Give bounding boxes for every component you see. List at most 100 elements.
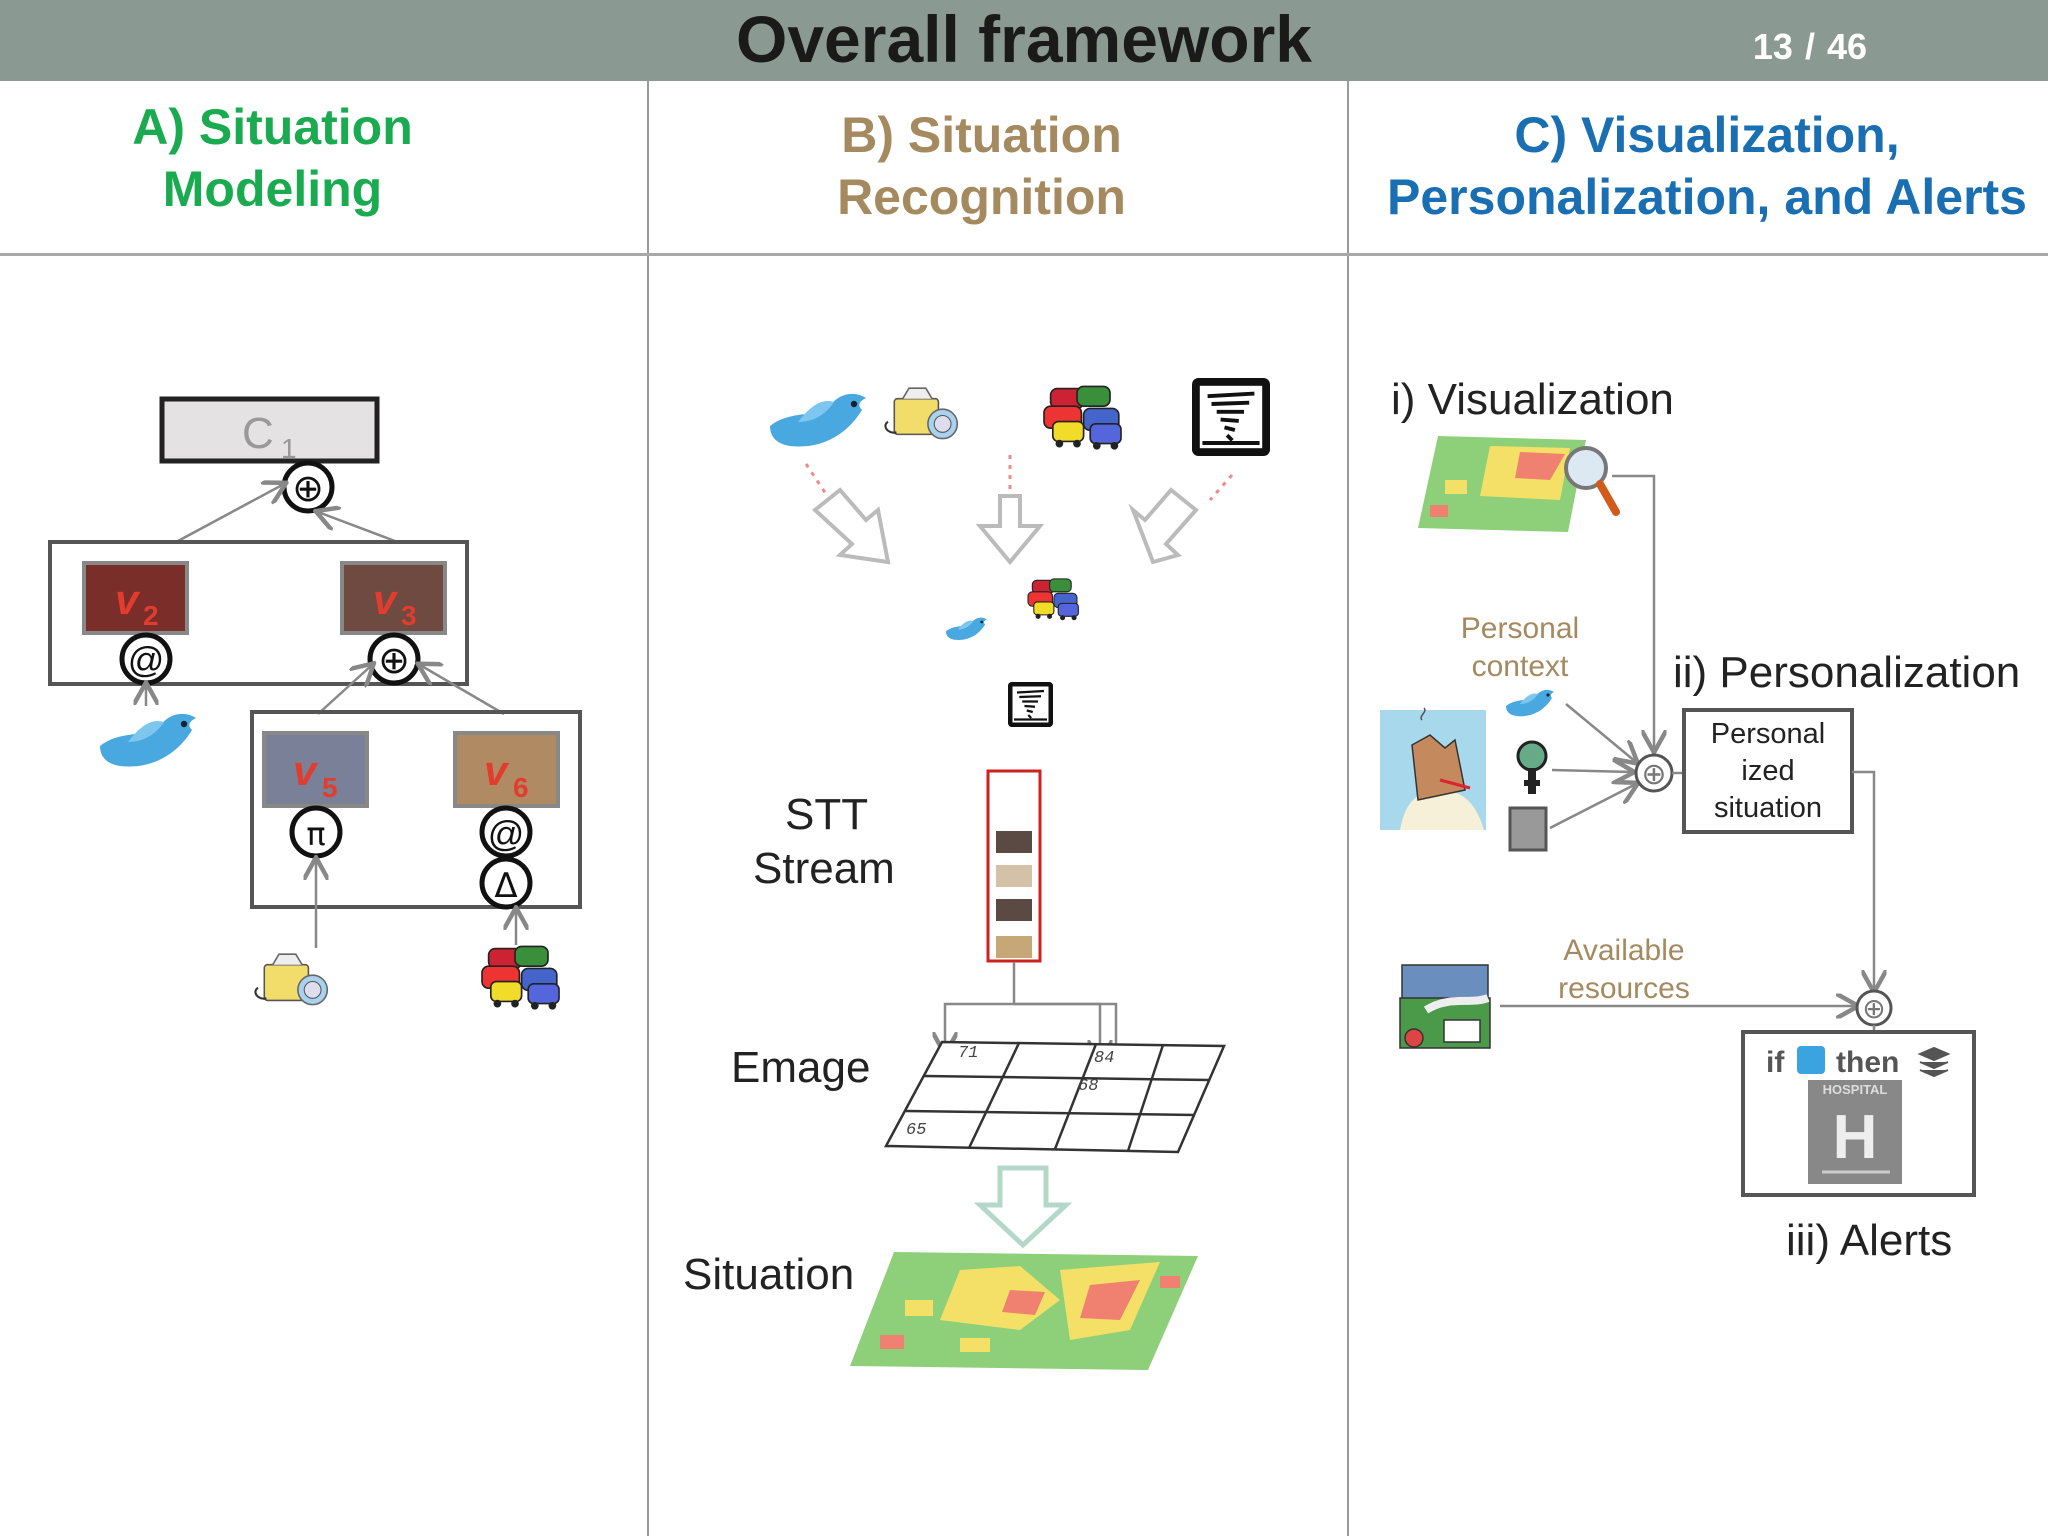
flow-arrow-icon [975, 494, 1045, 566]
column-b-line2: Recognition [837, 169, 1126, 225]
column-b-heading: B) Situation Recognition [649, 104, 1314, 228]
group-box-lower [250, 710, 582, 909]
available-resources-label: Available resources [1544, 932, 1704, 1008]
available-line2: resources [1558, 972, 1690, 1005]
page-indicator: 13 / 46 [1747, 0, 1873, 81]
column-divider-1 [647, 81, 649, 1536]
twitter-bird-icon [946, 617, 987, 641]
column-a-line2: Modeling [162, 161, 383, 217]
available-line1: Available [1563, 934, 1685, 967]
situation-map [850, 1252, 1198, 1370]
node-v5-sub: 5 [322, 772, 338, 803]
traffic-cars-icon [1043, 385, 1122, 451]
emage-grid: 71 84 68 65 [883, 1040, 1226, 1154]
plus-operator-symbol: ⊕ [378, 638, 410, 682]
flow-arrow-icon [811, 487, 891, 565]
personal-context-line2: context [1471, 650, 1569, 683]
personalized-situation-box [1682, 708, 1854, 834]
pi-operator-symbol: π [306, 815, 325, 853]
camera-icon [884, 387, 959, 440]
visualization-label: i) Visualization [1391, 375, 1674, 424]
twitter-bird-icon [1506, 689, 1554, 717]
column-c-line1: C) Visualization, [1514, 107, 1900, 163]
stream-cell [996, 899, 1032, 921]
emage-value: 84 [1094, 1049, 1114, 1068]
traffic-cars-icon [1027, 578, 1079, 621]
node-v3-letter: v [373, 576, 399, 623]
node-v6-letter: v [484, 747, 510, 794]
at-operator-icon [479, 805, 533, 859]
phone-icon [1508, 806, 1548, 852]
twitter-logo-icon [1797, 1046, 1825, 1074]
stt-label-line1: STT [785, 790, 869, 839]
hospital-letter: H [1833, 1103, 1878, 1172]
root-node-sub: 1 [281, 433, 297, 464]
plus-operator-symbol: ⊕ [292, 466, 324, 510]
twitter-bird-icon [770, 393, 866, 447]
emage-value: 68 [1078, 1077, 1098, 1096]
node-v6 [453, 731, 560, 808]
stt-label-line2: Stream [753, 844, 895, 893]
personal-context-line1: Personal [1460, 612, 1580, 645]
column-b-line1: B) Situation [841, 107, 1122, 163]
delta-operator-symbol: Δ [494, 866, 517, 906]
personalized-line1: Personal [1710, 718, 1826, 750]
group-box-upper [48, 540, 469, 686]
city-resources-icon [1399, 964, 1491, 1049]
personalized-line3: situation [1713, 792, 1822, 824]
alert-if-label: if [1766, 1046, 1785, 1079]
traffic-cars-icon [481, 945, 560, 1011]
stream-cell [996, 865, 1032, 887]
header-divider [0, 253, 2048, 256]
node-v3-sub: 3 [401, 600, 417, 631]
page-current: 13 [1752, 26, 1793, 67]
emage-value: 71 [958, 1044, 978, 1063]
node-v2 [82, 561, 189, 635]
column-a-heading: A) Situation Modeling [0, 96, 545, 220]
camera-icon [254, 953, 329, 1006]
node-v2-sub: 2 [143, 600, 159, 631]
emage-value: 65 [906, 1121, 926, 1140]
hospital-label: HOSPITAL [1823, 1082, 1888, 1097]
emage-label: Emage [731, 1043, 871, 1092]
plus-operator-symbol: ⊕ [1641, 757, 1666, 792]
personalized-situation-text: Personal ized situation [1686, 716, 1850, 827]
node-v3 [340, 561, 447, 635]
hospital-sign-icon [1808, 1080, 1902, 1184]
column-a-line1: A) Situation [132, 99, 413, 155]
node-v2-letter: v [115, 576, 141, 623]
alert-then-label: then [1836, 1046, 1899, 1079]
node-v6-sub: 6 [513, 772, 529, 803]
column-divider-2 [1347, 81, 1349, 1536]
plus-operator-icon [367, 632, 421, 686]
at-operator-symbol: @ [488, 813, 525, 854]
root-node-label: C [242, 409, 274, 458]
stt-stream-label: STT [785, 788, 869, 842]
at-operator-symbol: @ [128, 639, 165, 680]
root-node-c1 [159, 396, 380, 464]
flow-arrow-icon [1128, 487, 1199, 565]
stream-cell [996, 831, 1032, 853]
layers-icon [1917, 1046, 1951, 1078]
column-c-heading: C) Visualization, Personalization, and A… [1349, 104, 2048, 228]
node-v5-letter: v [293, 747, 319, 794]
page-total: 46 [1826, 26, 1867, 67]
thermometer-icon [1516, 740, 1548, 794]
magnifier-icon [1564, 446, 1620, 516]
column-c-line2: Personalization, and Alerts [1387, 169, 2027, 225]
tornado-icon [1190, 376, 1272, 458]
twitter-bird-icon [100, 713, 196, 767]
recognition-pipeline: 71 84 68 65 [770, 376, 1272, 1370]
personalization-flow: ⊕ ⊕ if then HOSPITAL H [1380, 436, 1976, 1197]
personalization-label: ii) Personalization [1673, 648, 2021, 697]
tornado-icon [1006, 680, 1055, 729]
personalized-line2: ized [1741, 755, 1795, 787]
slide-title: Overall framework [736, 2, 1312, 76]
page-separator: / [1804, 26, 1815, 67]
stream-cell [996, 936, 1032, 958]
situation-label: Situation [683, 1250, 855, 1299]
sick-person-icon [1380, 707, 1486, 830]
alerts-label: iii) Alerts [1786, 1216, 1953, 1265]
down-arrow-icon [973, 1165, 1073, 1249]
